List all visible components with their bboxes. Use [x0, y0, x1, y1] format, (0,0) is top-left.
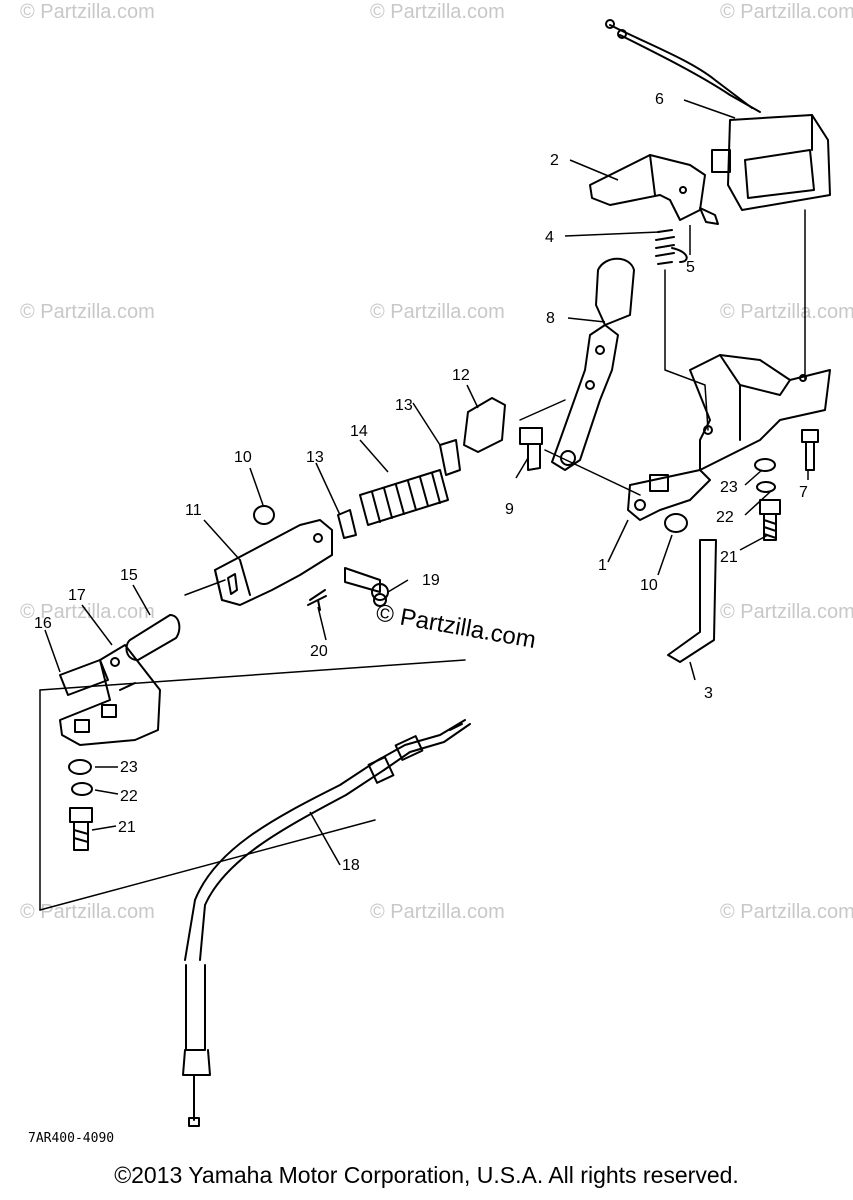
pin: [699, 207, 719, 225]
watermark: © Partzilla.com: [370, 901, 505, 923]
center-watermark: © Partzilla.com: [374, 599, 538, 654]
washer: [253, 505, 275, 525]
copyright-notice: ©2013 Yamaha Motor Corporation, U.S.A. A…: [114, 1162, 739, 1188]
cable-pin: [59, 659, 109, 696]
stopper-bracket: [589, 154, 706, 221]
callouts: 6 2 4 5 8 12 13 14 10 13 11 9 23 7 22 21…: [34, 91, 808, 874]
callout-21: 21: [118, 819, 136, 836]
watermark: © Partzilla.com: [720, 301, 853, 323]
washer: [664, 513, 688, 533]
callout-15: 15: [120, 567, 138, 584]
cotter-pin: [307, 589, 327, 611]
callout-1: 1: [598, 557, 607, 574]
callout-23: 23: [720, 479, 738, 496]
callout-23: 23: [120, 759, 138, 776]
plate: [439, 439, 461, 476]
callout-16: 16: [34, 615, 52, 632]
callout-10: 10: [640, 577, 658, 594]
cable-bracket: [59, 644, 161, 746]
callout-20: 20: [310, 643, 328, 660]
spring: [655, 229, 688, 265]
rod: [667, 539, 717, 663]
callout-10: 10: [234, 449, 252, 466]
callout-3: 3: [704, 685, 713, 702]
washer: [68, 759, 92, 775]
callout-4: 4: [545, 229, 554, 246]
throttle-cable: [182, 719, 471, 1127]
watermark: © Partzilla.com: [720, 1, 853, 23]
main-bracket: [627, 354, 831, 521]
watermark: © Partzilla.com: [20, 1, 155, 23]
bolt: [69, 807, 93, 851]
leader-lines: [44, 99, 809, 866]
bolt: [759, 499, 781, 541]
callout-9: 9: [505, 501, 514, 518]
callout-7: 7: [799, 484, 808, 501]
watermarks: © Partzilla.com © Partzilla.com © Partzi…: [20, 1, 853, 923]
solenoid: [605, 19, 831, 211]
callout-14: 14: [350, 423, 368, 440]
callout-13: 13: [306, 449, 324, 466]
watermark: © Partzilla.com: [720, 601, 853, 623]
guide-lines: [39, 209, 806, 911]
lock-washer: [71, 782, 93, 796]
lever: [551, 257, 635, 471]
compression-spring: [359, 469, 449, 526]
lock-washer: [756, 481, 776, 493]
callout-8: 8: [546, 310, 555, 327]
callout-17: 17: [68, 587, 86, 604]
washer: [754, 458, 776, 472]
clevis-pin: [344, 567, 389, 607]
watermark: © Partzilla.com: [720, 901, 853, 923]
callout-12: 12: [452, 367, 470, 384]
small-bolt: [801, 429, 819, 471]
watermark: © Partzilla.com: [370, 301, 505, 323]
callout-2: 2: [550, 152, 559, 169]
callout-5: 5: [686, 259, 695, 276]
callout-22: 22: [120, 788, 138, 805]
callout-6: 6: [655, 91, 664, 108]
callout-21: 21: [720, 549, 738, 566]
callout-22: 22: [716, 509, 734, 526]
clevis: [214, 519, 333, 606]
callout-18: 18: [342, 857, 360, 874]
plate: [337, 509, 357, 539]
callout-13: 13: [395, 397, 413, 414]
callout-11: 11: [185, 502, 202, 519]
lever-bolt: [519, 427, 543, 471]
clip: [463, 397, 506, 453]
callout-19: 19: [422, 572, 440, 589]
watermark: © Partzilla.com: [20, 301, 155, 323]
watermark: © Partzilla.com: [370, 1, 505, 23]
diagram-code: 7AR400-4090: [28, 1131, 114, 1146]
